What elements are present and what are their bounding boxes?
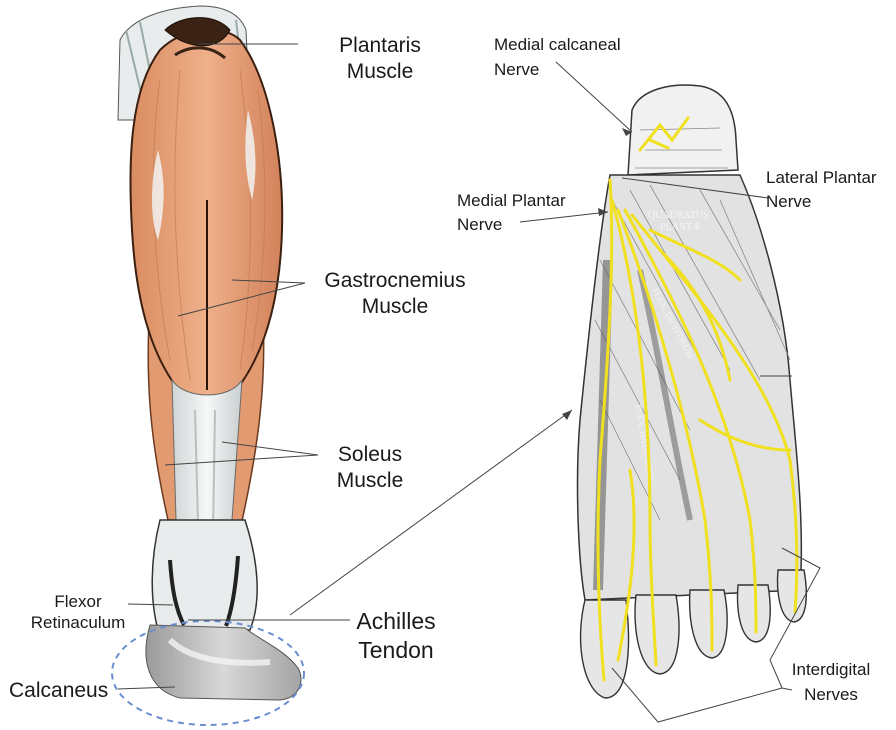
label-medial-calcaneal-line1: Medial calcaneal — [494, 33, 621, 58]
label-medial-plantar-line2: Nerve — [457, 213, 566, 237]
calf-leg-drawing — [112, 6, 304, 725]
label-soleus-line1: Soleus — [320, 442, 420, 468]
label-flexor-line1: Flexor — [18, 591, 138, 612]
label-soleus: Soleus Muscle — [320, 442, 420, 495]
label-flexor-line2: Retinaculum — [18, 612, 138, 633]
label-gastrocnemius-line1: Gastrocnemius — [305, 268, 485, 294]
engraving-plantae: PLANTÆ — [660, 222, 701, 233]
label-achilles-line2: Tendon — [346, 636, 446, 665]
label-medial-plantar-nerve: Medial Plantar Nerve — [457, 189, 566, 237]
label-lateral-plantar-nerve: Lateral Plantar Nerve — [766, 166, 877, 214]
engraving-quadratus: QUADRATUS — [648, 210, 709, 221]
label-medial-calcaneal-nerve: Medial calcaneal Nerve — [494, 33, 621, 82]
label-interdigital-line2: Nerves — [778, 683, 884, 708]
label-lateral-plantar-line1: Lateral Plantar — [766, 166, 877, 190]
label-achilles-line1: Achilles — [346, 607, 446, 636]
label-medial-calcaneal-line2: Nerve — [494, 58, 621, 83]
label-gastrocnemius: Gastrocnemius Muscle — [305, 268, 485, 321]
label-plantaris-line1: Plantaris — [325, 33, 435, 59]
label-plantaris-line2: Muscle — [325, 59, 435, 85]
label-plantaris: Plantaris Muscle — [325, 33, 435, 86]
label-interdigital-nerves: Interdigital Nerves — [778, 658, 884, 707]
label-interdigital-line1: Interdigital — [778, 658, 884, 683]
label-medial-plantar-line1: Medial Plantar — [457, 189, 566, 213]
label-achilles-tendon: Achilles Tendon — [346, 607, 446, 665]
label-calcaneus: Calcaneus — [9, 678, 108, 704]
label-soleus-line2: Muscle — [320, 468, 420, 494]
label-flexor-retinaculum: Flexor Retinaculum — [18, 591, 138, 634]
label-lateral-plantar-line2: Nerve — [766, 190, 877, 214]
label-gastrocnemius-line2: Muscle — [305, 294, 485, 320]
